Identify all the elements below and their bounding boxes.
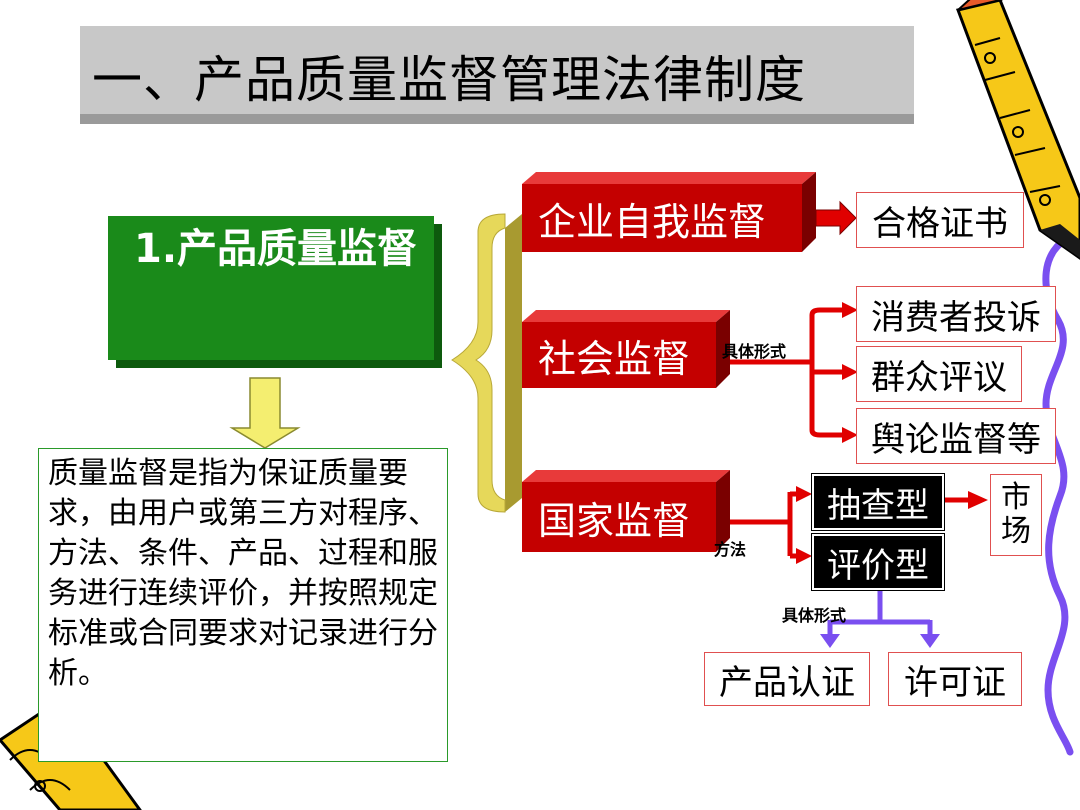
national-monitoring-box: 国家监督: [522, 482, 716, 552]
title-bar: [80, 26, 914, 124]
product-certification-box: 产品认证: [704, 652, 870, 706]
pencil-icon: [956, 0, 1080, 260]
social-form-item: 群众评议: [856, 346, 1022, 402]
definition-box: [38, 448, 448, 762]
license-box: 许可证: [888, 652, 1022, 706]
national-method-label: 方法: [714, 540, 747, 559]
evaluation-form-label: 具体形式: [782, 606, 847, 625]
decorative-squiggle: [1042, 232, 1076, 756]
social-monitoring-box: 社会监督: [522, 322, 716, 388]
evaluation-box: 评价型: [811, 533, 945, 591]
enterprise-monitoring-box: 企业自我监督: [522, 184, 802, 252]
social-form-item: 舆论监督等: [856, 408, 1056, 464]
social-form-item: 消费者投诉: [856, 286, 1056, 342]
social-connectors: [730, 307, 842, 438]
down-arrow-icon: [229, 377, 301, 449]
spot-check-box: 抽查型: [811, 473, 945, 531]
market-box: 市场: [990, 474, 1042, 556]
definition-text: 质量监督是指为保证质量要求，由用户或第三方对程序、方法、条件、产品、过程和服务进…: [48, 456, 438, 691]
social-form-label: 具体形式: [722, 342, 787, 361]
certificate-box: 合格证书: [856, 192, 1024, 248]
slide-title: 一、产品质量监督管理法律制度: [92, 51, 806, 109]
main-topic-label: 1.产品质量监督: [134, 226, 418, 272]
arrow-enterprise-to-certificate: [815, 200, 857, 236]
main-topic-box: [108, 216, 434, 360]
yellow-brace: [451, 213, 522, 513]
